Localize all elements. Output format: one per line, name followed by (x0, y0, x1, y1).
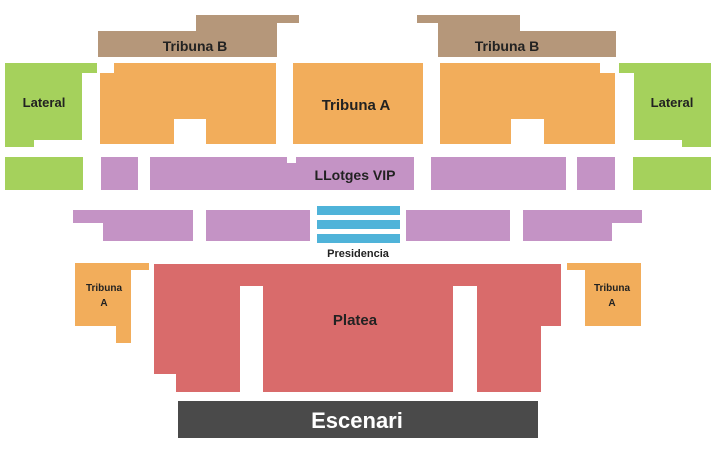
section-lateral-right[interactable]: Lateral (619, 63, 711, 147)
section-vip-box-2[interactable] (150, 157, 287, 190)
section-tribuna-a-center[interactable]: Tribuna A (293, 63, 423, 144)
section-platea[interactable]: Platea (154, 264, 561, 392)
section-vip-box-1[interactable] (101, 157, 138, 190)
presidencia-label: Presidencia (327, 248, 390, 260)
section-vip-lower-1[interactable] (73, 210, 193, 241)
section-tribuna-b-right[interactable]: Tribuna B (417, 15, 616, 57)
section-vip-box-3[interactable] (431, 157, 566, 190)
section-lateral-row-left[interactable] (5, 157, 83, 190)
section-tribuna-a-right[interactable] (440, 63, 615, 144)
section-vip-lower-4[interactable] (523, 210, 642, 241)
section-vip-box-4[interactable] (577, 157, 615, 190)
section-vip-lower-2[interactable] (206, 210, 310, 241)
section-vip-lower-3[interactable] (406, 210, 510, 241)
section-tribuna-a-small-right[interactable]: Tribuna A (567, 263, 641, 326)
section-presidencia[interactable]: Presidencia (317, 206, 400, 260)
section-lateral-left[interactable]: Lateral (5, 63, 97, 147)
section-tribuna-a-left[interactable] (100, 63, 276, 144)
section-tribuna-b-left[interactable]: Tribuna B (98, 15, 299, 57)
section-lateral-row-right[interactable] (633, 157, 711, 190)
section-vip-center[interactable]: LLotges VIP (287, 157, 414, 190)
stage: Escenari (178, 401, 538, 438)
section-tribuna-a-small-left[interactable]: Tribuna A (75, 263, 149, 343)
